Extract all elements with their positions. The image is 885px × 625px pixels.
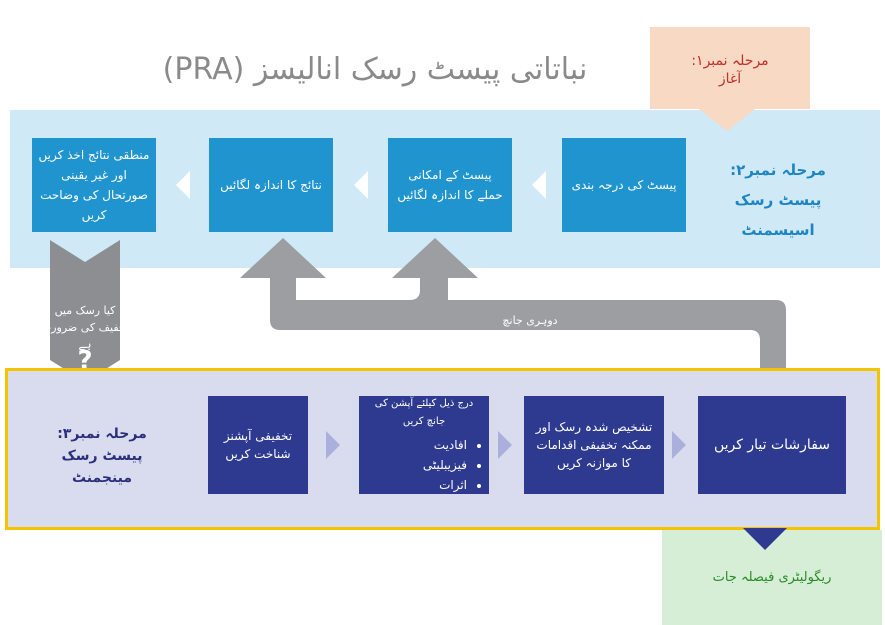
double-check-label: دوہری جانچ xyxy=(502,314,558,327)
identify-box: تخفیفی آپشنز شناخت کریں xyxy=(208,396,308,494)
list-item: اثرات xyxy=(365,475,467,495)
categorize-box: پیسٹ کی درجہ بندی xyxy=(562,138,686,232)
double-check-arrow xyxy=(240,238,786,392)
stage1-label: مرحلہ نمبر۱: آغاز xyxy=(650,52,810,88)
flow-chevron-icon xyxy=(498,431,512,459)
list-item: افادیت xyxy=(365,435,467,455)
evaluate-list: افادیت فیزیبلیٹی اثرات xyxy=(365,435,483,495)
stage2-label: مرحلہ نمبر۲: پیسٹ رسک اسیسمنٹ xyxy=(718,155,838,245)
stage1-box xyxy=(650,27,810,109)
stage2-line2: پیسٹ رسک xyxy=(734,191,822,209)
evaluate-box: درج ذیل کیلئے آپشن کی جانچ کریں افادیت ف… xyxy=(359,396,489,494)
stage3-label: مرحلہ نمبر۳: پیسٹ رسک مینجمنٹ xyxy=(52,423,152,489)
regulatory-pointer xyxy=(743,528,787,550)
flow-chevron-icon xyxy=(326,431,340,459)
regulatory-label: ریگولیٹری فیصلہ جات xyxy=(712,570,832,585)
stage1-line1: مرحلہ نمبر۱: xyxy=(691,53,769,69)
stage3-line2: پیسٹ رسک xyxy=(61,448,143,464)
stage2-line1: مرحلہ نمبر۲: xyxy=(730,161,826,179)
flow-chevron-icon xyxy=(532,171,546,199)
stage1-line2: آغاز xyxy=(718,71,742,87)
stage1-pointer-overlay xyxy=(699,109,755,131)
stage3-line1: مرحلہ نمبر۳: xyxy=(57,426,147,442)
evaluate-title: درج ذیل کیلئے آپشن کی جانچ کریں xyxy=(374,398,474,427)
entry-estimate-box: پیسٹ کے امکانی حملے کا اندازہ لگائیں xyxy=(388,138,512,232)
page-title: نباتاتی پیسٹ رسک انالیسز (PRA) xyxy=(162,52,588,87)
consequence-estimate-box: نتائج کا اندازہ لگائیں xyxy=(209,138,333,232)
stage2-line3: اسیسمنٹ xyxy=(741,221,815,239)
flow-chevron-icon xyxy=(176,171,190,199)
recommend-box: سفارشات تیار کریں xyxy=(698,396,846,494)
list-item: فیزیبلیٹی xyxy=(365,455,467,475)
conclude-box: منطقی نتائج اخذ کریں اور غیر یقینی صورتح… xyxy=(32,138,156,232)
risk-question-text: کیا رسک میں تخفیف کی ضرورت ہے xyxy=(40,304,130,351)
compare-box: تشخیص شدہ رسک اور ممکنہ تخفیفی اقدامات ک… xyxy=(524,396,664,494)
stage3-line3: مینجمنٹ xyxy=(71,470,133,486)
flow-chevron-icon xyxy=(672,431,686,459)
flow-chevron-icon xyxy=(354,171,368,199)
mitigation-down-arrow xyxy=(50,240,120,382)
